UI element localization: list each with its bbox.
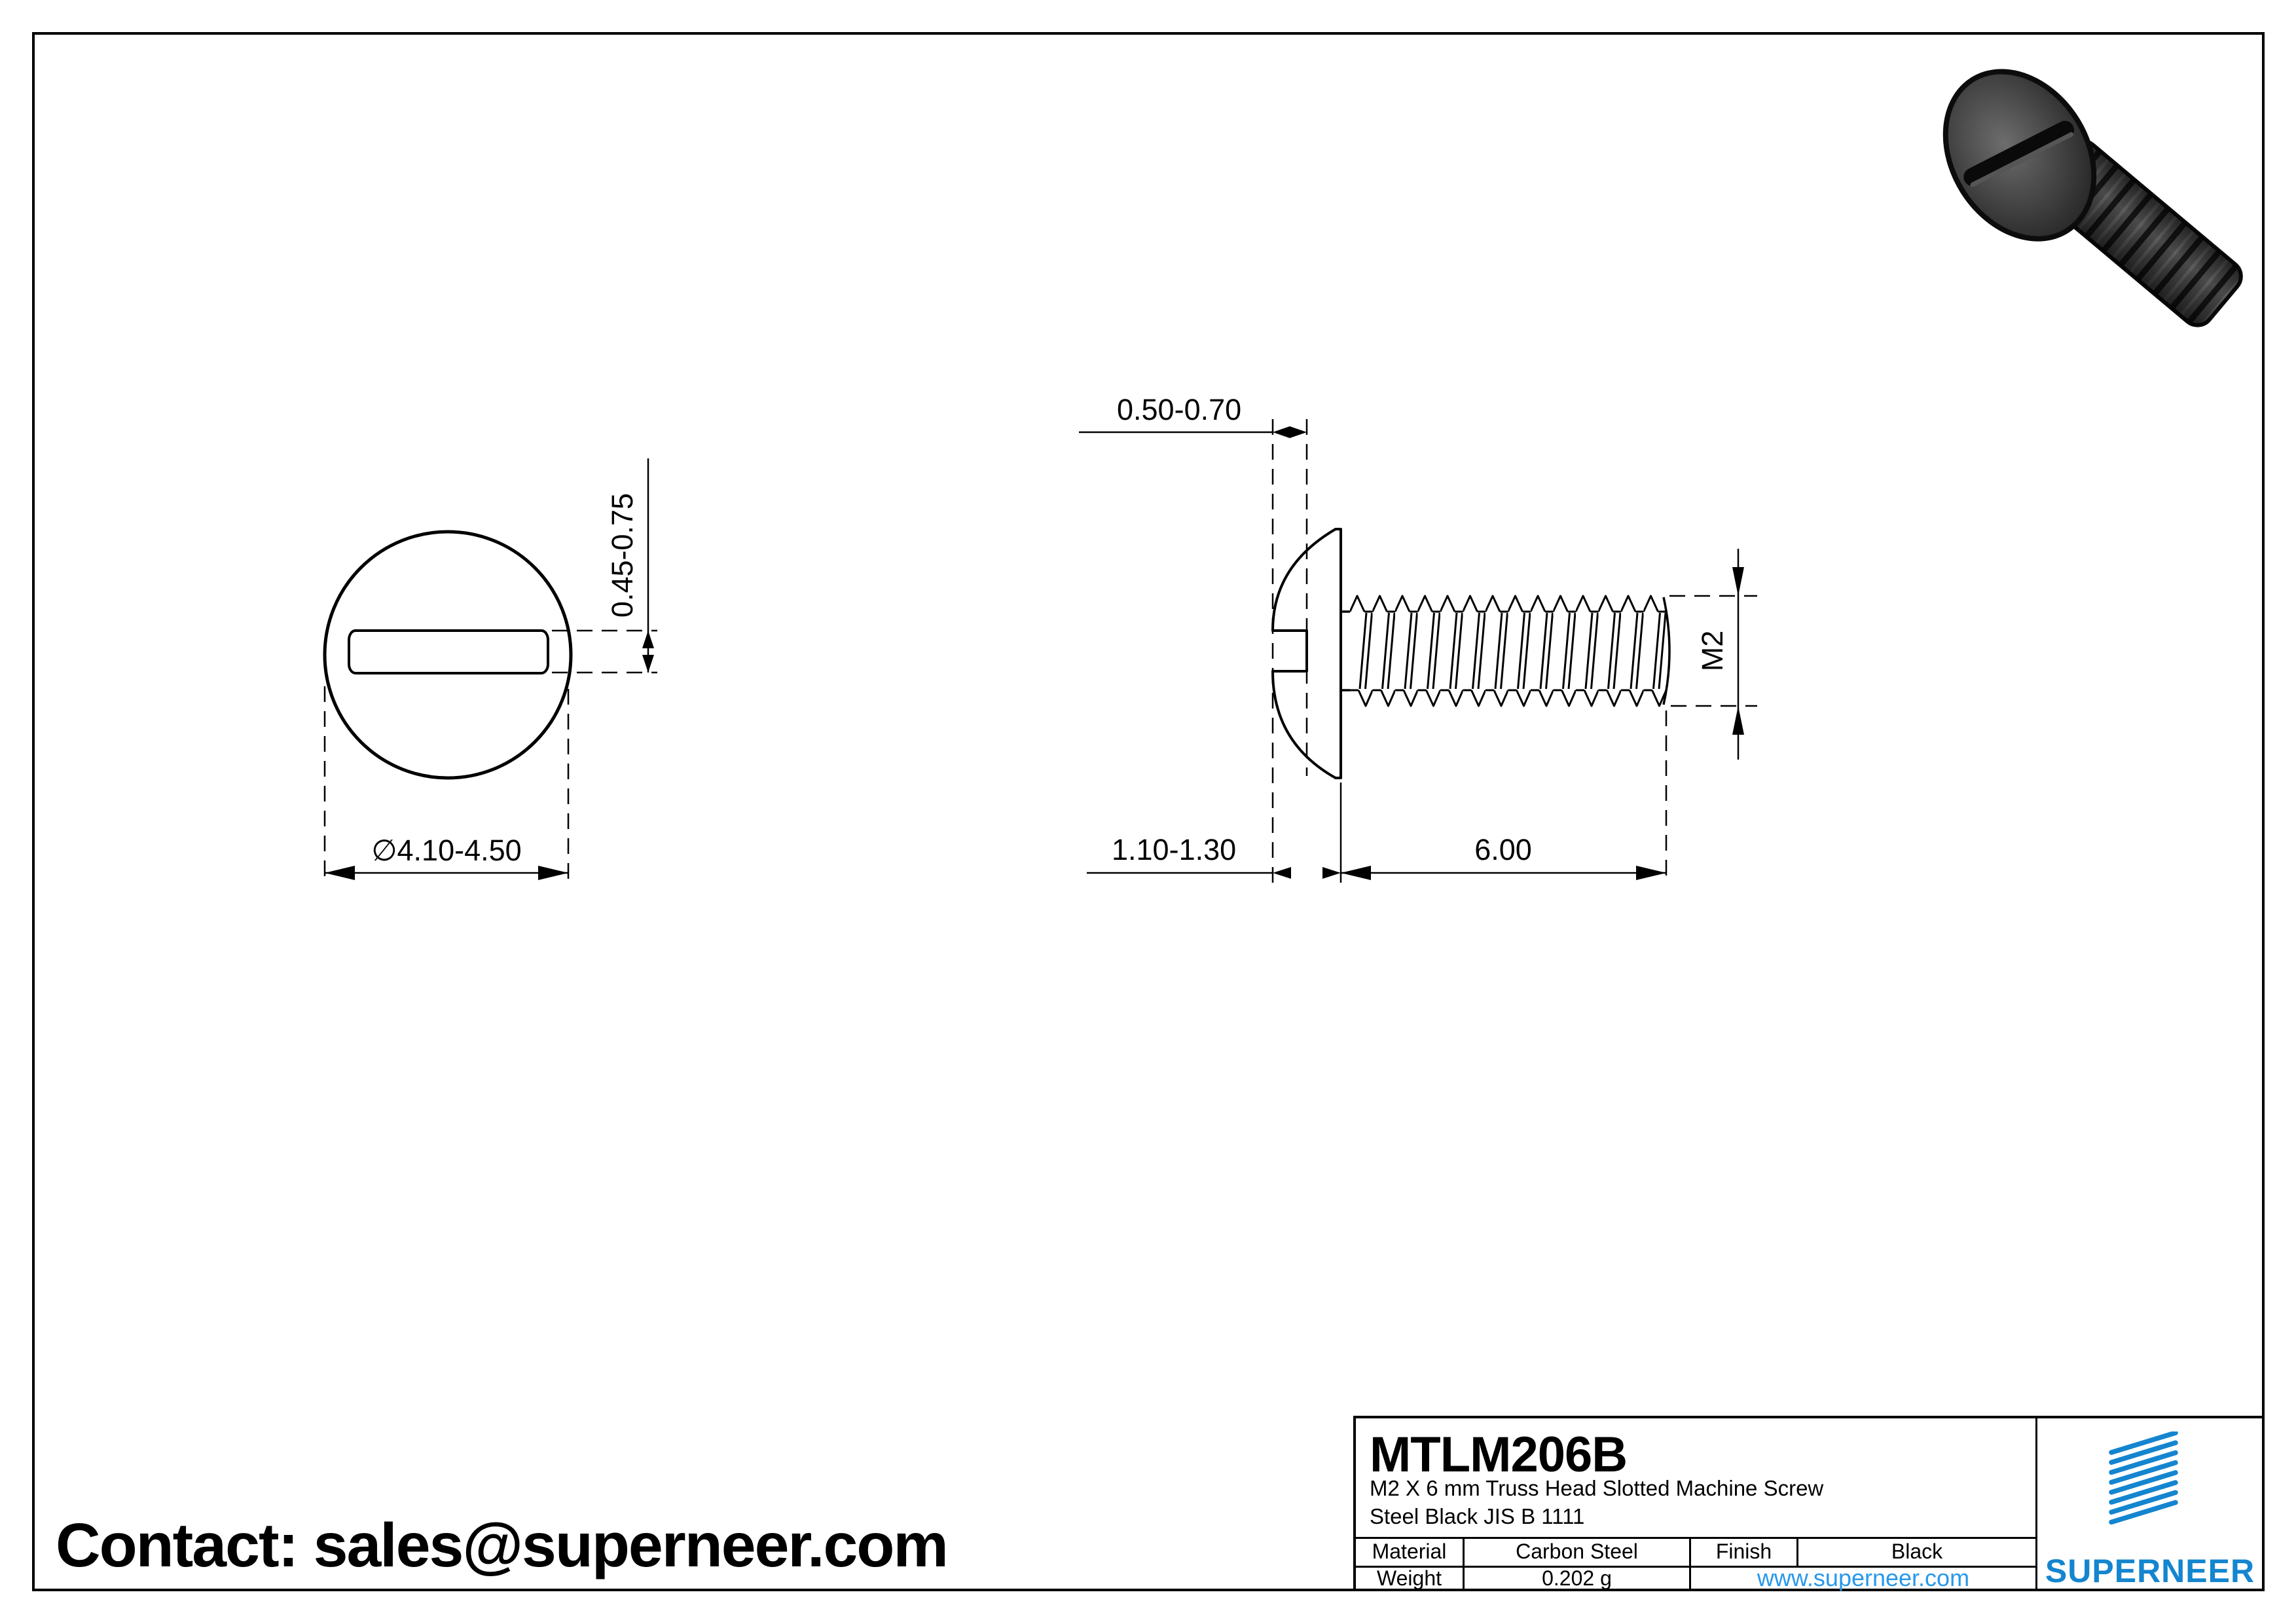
title-block: MTLM206B M2 X 6 mm Truss Head Slotted Ma… [1353,1416,2265,1591]
dim-label-head-diameter: ∅4.10-4.50 [371,834,522,867]
dim-label-slot-width: 0.45-0.75 [606,492,639,618]
material-label: Material [1372,1539,1447,1563]
screw-3d-image [1942,69,2243,327]
part-number: MTLM206B [1370,1427,1628,1483]
front-dim-head-diameter [325,866,568,880]
tb-divider-row1 [1356,1537,2037,1539]
dim-label-thread-size: M2 [1696,630,1729,672]
brand-name: SUPERNEER [2045,1553,2255,1589]
tb-divider-col2 [1689,1537,1691,1589]
finish-label: Finish [1715,1539,1772,1563]
side-dim-head-height [1087,867,1341,879]
dim-label-thread-length: 6.00 [1474,833,1532,866]
part-description-line2: Steel Black JIS B 1111 [1370,1504,1585,1528]
side-dim-thread-length [1341,866,1666,880]
weight-label: Weight [1376,1566,1442,1590]
weight-value: 0.202 g [1542,1566,1612,1590]
dim-label-head-height: 1.10-1.30 [1112,833,1237,866]
superneer-logo-icon [2109,1431,2178,1525]
side-extension-lines [1271,419,1757,883]
front-view [323,458,657,885]
tb-divider-row2 [1356,1566,2037,1568]
finish-value: Black [1891,1539,1943,1563]
material-value: Carbon Steel [1516,1539,1638,1563]
side-dim-thread-size [1732,549,1744,760]
sheet-border [32,32,2265,1591]
tb-divider-col1 [1463,1537,1465,1589]
dim-label-slot-depth: 0.50-0.70 [1117,393,1242,426]
side-view [1079,419,1757,883]
front-extension-lines [323,629,657,885]
front-dim-slot-width [642,458,654,673]
side-dim-slot-depth [1079,426,1307,438]
tb-divider-col3 [1796,1537,1798,1566]
part-description-line1: M2 X 6 mm Truss Head Slotted Machine Scr… [1370,1476,1824,1500]
tb-divider-logo [2035,1418,2037,1589]
website-link[interactable]: www.superneer.com [1757,1564,1970,1591]
contact-email: Contact: sales@superneer.com [56,1511,949,1580]
